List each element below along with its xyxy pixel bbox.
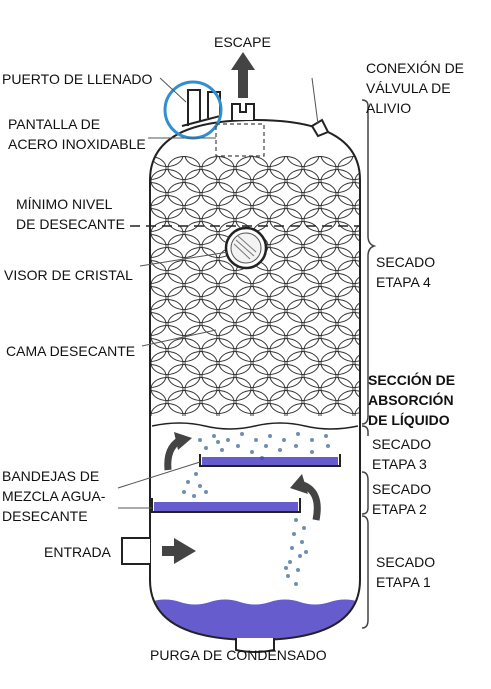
fill-port — [187, 89, 201, 126]
mixing-tray-upper — [199, 454, 341, 467]
stainless-screen — [215, 123, 265, 157]
desiccant-bed — [150, 156, 360, 416]
absorption-boundary — [151, 422, 359, 430]
relief-valve-connection — [310, 118, 330, 138]
arrow-right-icon — [162, 538, 196, 564]
arrow-up-icon — [231, 52, 255, 98]
condensate-liquid — [150, 599, 360, 640]
sight-glass-label: VISOR DE CRISTAL — [4, 267, 133, 283]
curved-arrow-right — [290, 474, 321, 521]
bed-label: CAMA DESECANTE — [6, 343, 136, 359]
absorption-label: SECCIÓN DE ABSORCIÓN DE LÍQUIDO — [368, 372, 456, 428]
droplets-top — [198, 432, 330, 460]
escape-label: ESCAPE — [214, 34, 271, 50]
fill-port-label: PUERTO DE LLENADO — [2, 71, 153, 87]
vessel-shell — [149, 118, 361, 642]
sight-glass — [224, 226, 268, 270]
min-level-label: MÍNIMO NIVEL DE DESECANTE — [16, 196, 125, 232]
stage1-label: SECADO ETAPA 1 — [376, 554, 436, 590]
droplets-mid-left — [182, 472, 208, 498]
curved-arrow-left — [164, 432, 192, 471]
droplets-lower — [284, 518, 308, 586]
leader-lines — [117, 77, 319, 509]
stage4-label: SECADO ETAPA 4 — [376, 254, 436, 290]
relief-valve-label: CONEXIÓN DE VÁLVULA DE ALIVIO — [366, 60, 465, 116]
trays-label: BANDEJAS DE MEZCLA AGUA- DESECANTE — [2, 468, 106, 524]
stage3-label: SECADO ETAPA 3 — [372, 436, 432, 472]
inlet-nozzle — [121, 537, 150, 565]
exhaust-nozzle — [231, 103, 255, 120]
screen-label: PANTALLA DE ACERO INOXIDABLE — [8, 116, 146, 152]
drain-label: PURGA DE CONDENSADO — [150, 647, 327, 663]
stage2-label: SECADO ETAPA 2 — [372, 481, 432, 517]
stage-bracket — [361, 99, 377, 629]
drain-nozzle — [235, 638, 275, 653]
inlet-label: ENTRADA — [44, 544, 111, 560]
mixing-tray-lower — [151, 498, 301, 513]
